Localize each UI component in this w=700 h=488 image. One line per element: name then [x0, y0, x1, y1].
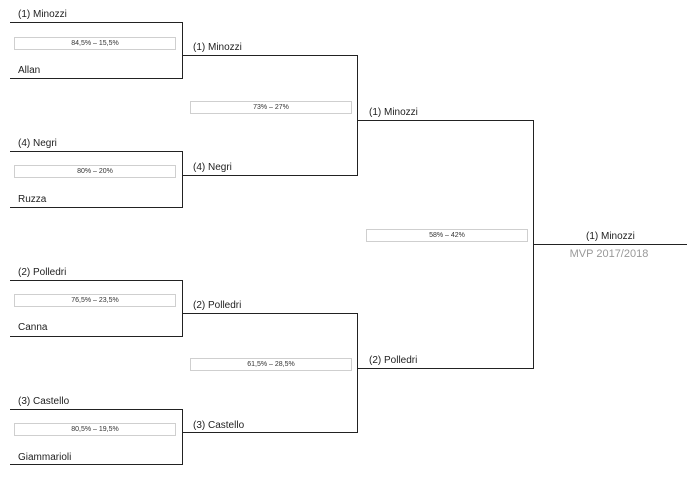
r1-m4-score-box: 80,5% – 19,5% [14, 423, 176, 436]
winner-name: (1) Minozzi [586, 231, 635, 242]
r1-m4-connector [182, 409, 183, 465]
r1-m3-connector [182, 280, 183, 337]
final-bottom-line [357, 368, 534, 369]
r1-m3-score-box: 76,5% – 23,5% [14, 294, 176, 307]
r1-m1-top-name: (1) Minozzi [18, 9, 67, 20]
r1-m1-score-box: 84,5% – 15,5% [14, 37, 176, 50]
r1-m3-bottom-line [10, 336, 183, 337]
r1-m4-bottom-name: Giammarioli [18, 452, 72, 463]
r2-m1-bottom-name: (4) Negri [193, 162, 232, 173]
r1-m1-connector [182, 22, 183, 79]
r2-m2-score-box: 61,5% – 28,5% [190, 358, 352, 371]
r1-m2-score-box: 80% – 20% [14, 165, 176, 178]
r1-m2-top-line [10, 151, 183, 152]
final-top-name: (1) Minozzi [369, 107, 418, 118]
r1-m3-bottom-name: Canna [18, 322, 48, 333]
r1-m4-top-line [10, 409, 183, 410]
r1-m3-top-line [10, 280, 183, 281]
r1-m2-bottom-line [10, 207, 183, 208]
r1-m2-top-name: (4) Negri [18, 138, 57, 149]
r1-m2-bottom-name: Ruzza [18, 194, 47, 205]
r2-m2-top-name: (2) Polledri [193, 300, 242, 311]
r2-m2-bottom-name: (3) Castello [193, 420, 245, 431]
r2-m1-top-line [182, 55, 358, 56]
r2-m1-bottom-line [182, 175, 358, 176]
r2-m1-connector [357, 55, 358, 176]
r2-m2-top-line [182, 313, 358, 314]
winner-subtitle: MVP 2017/2018 [569, 248, 649, 260]
r1-m3-top-name: (2) Polledri [18, 267, 67, 278]
r2-m1-score-box: 73% – 27% [190, 101, 352, 114]
r2-m1-top-name: (1) Minozzi [193, 42, 242, 53]
r1-m1-bottom-name: Allan [18, 65, 41, 76]
winner-line [533, 244, 687, 245]
r2-m2-connector [357, 313, 358, 433]
final-bottom-name: (2) Polledri [369, 355, 418, 366]
r1-m1-top-line [10, 22, 183, 23]
r1-m4-top-name: (3) Castello [18, 396, 70, 407]
r2-m2-bottom-line [182, 432, 358, 433]
r1-m2-connector [182, 151, 183, 208]
final-score-box: 58% – 42% [366, 229, 528, 242]
r1-m4-bottom-line [10, 464, 183, 465]
final-top-line [357, 120, 534, 121]
r1-m1-bottom-line [10, 78, 183, 79]
